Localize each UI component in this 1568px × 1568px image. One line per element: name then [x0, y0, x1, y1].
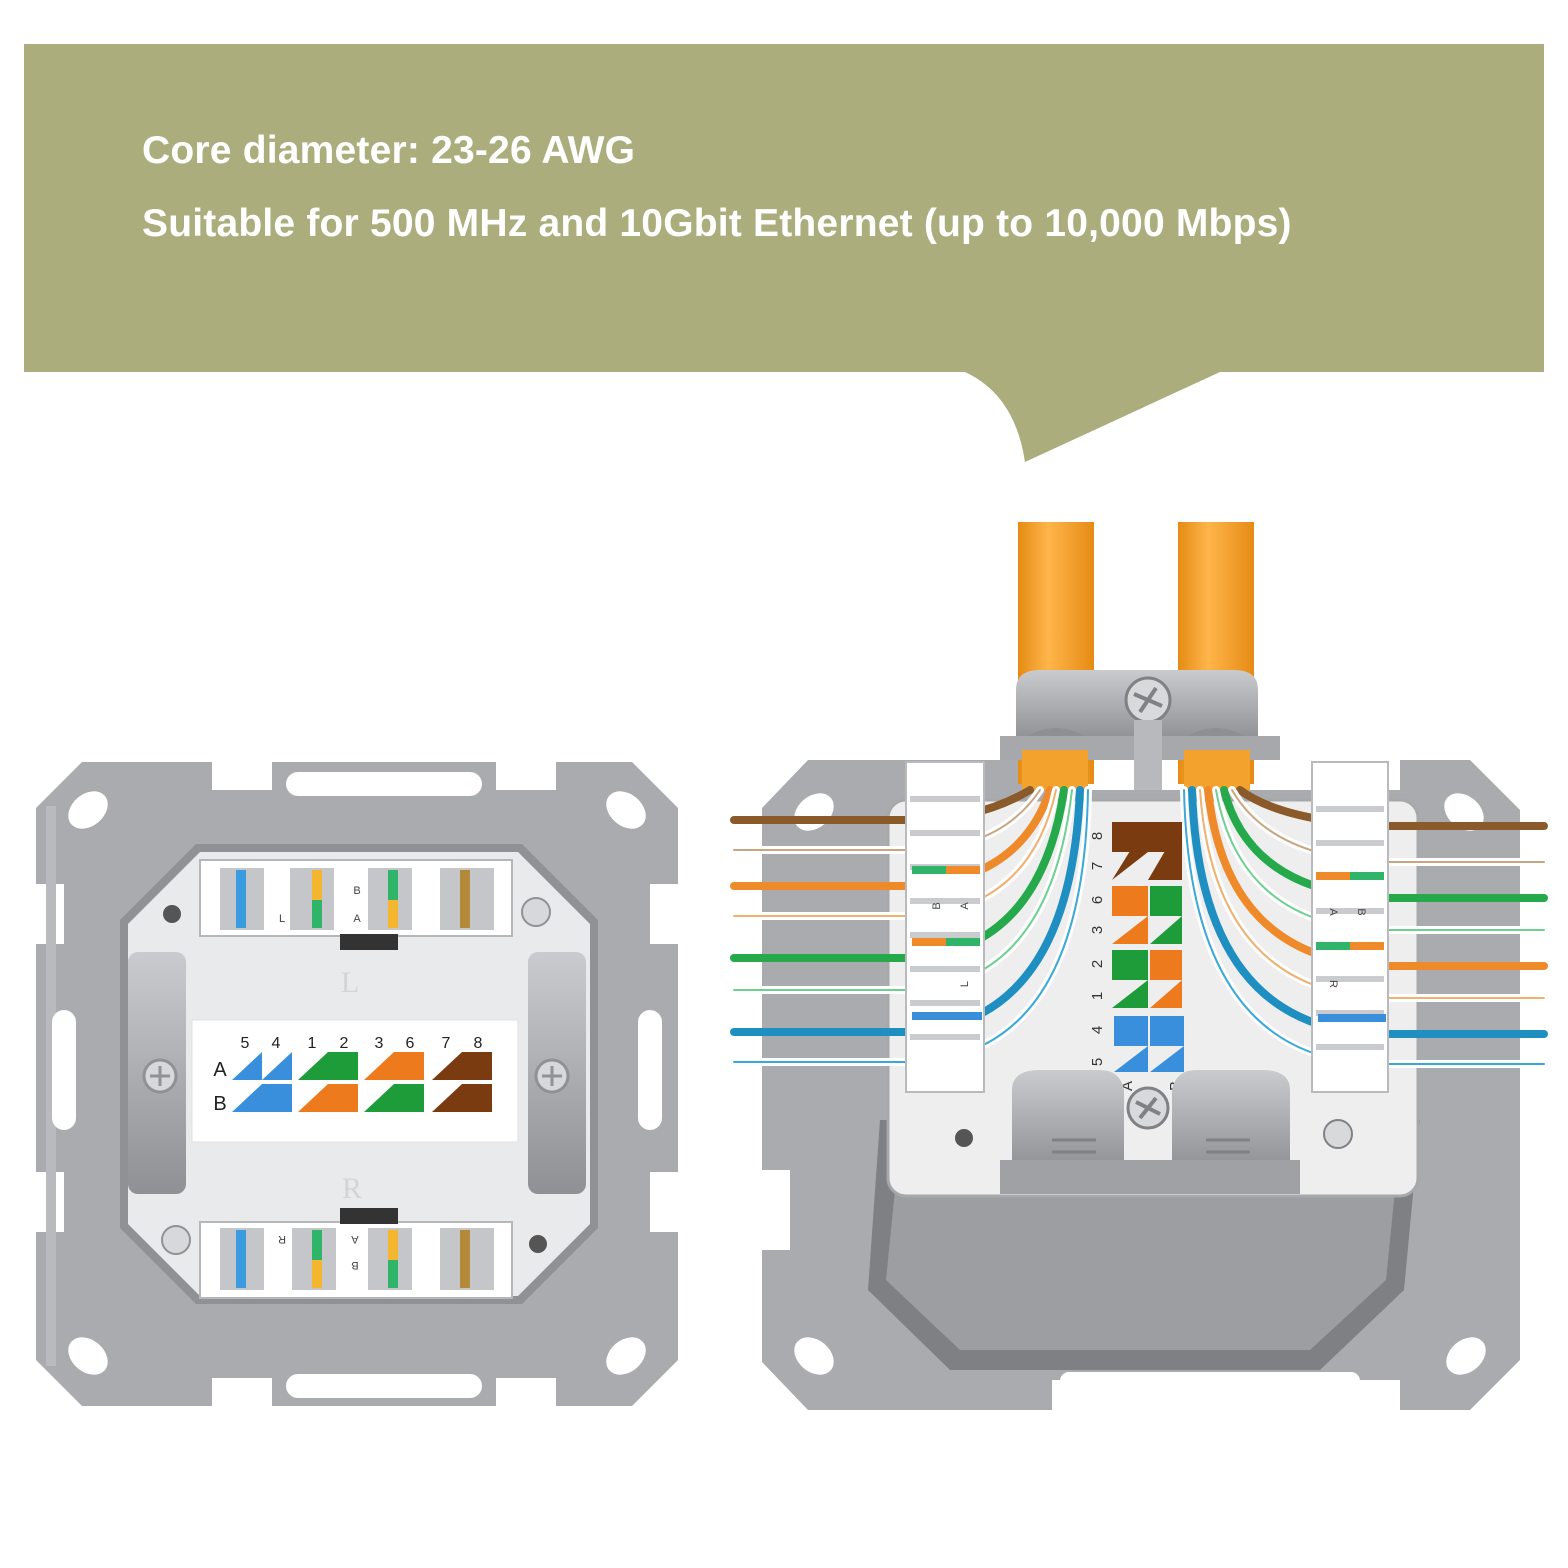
clip-label: A: [351, 1233, 359, 1245]
clip-label: L: [279, 913, 285, 925]
info-banner: [24, 44, 1544, 372]
section-label-l: L: [341, 966, 359, 999]
clip-label: A: [1327, 908, 1339, 916]
left-terminal-strip: [905, 761, 985, 1093]
clip-label: A: [353, 913, 361, 925]
svg-text:4: 4: [272, 1035, 281, 1052]
screw-icon: [521, 897, 551, 927]
section-label-r: R: [342, 1172, 362, 1205]
left-color-code-label: [191, 1019, 519, 1143]
right-terminal-strip: [1311, 761, 1389, 1093]
svg-text:2: 2: [1089, 960, 1106, 968]
svg-text:1: 1: [308, 1035, 317, 1052]
clip-label: B: [353, 885, 360, 897]
top-idc-contacts: [220, 868, 494, 930]
right-module: B A L A B R 8 7 6 3 2 1 4 5: [730, 522, 1548, 1410]
svg-text:7: 7: [1089, 862, 1106, 870]
row-label-b: B: [213, 1093, 226, 1115]
svg-text:6: 6: [406, 1035, 415, 1052]
svg-text:A: A: [1119, 1081, 1136, 1091]
clip-label: L: [959, 981, 971, 987]
hole-icon: [163, 905, 181, 923]
svg-text:5: 5: [1089, 1058, 1106, 1066]
core-diameter-text: Core diameter: 23-26 AWG: [142, 129, 636, 172]
clip-label: B: [931, 902, 943, 909]
hole-icon: [955, 1129, 973, 1147]
svg-text:3: 3: [375, 1035, 384, 1052]
svg-text:5: 5: [241, 1035, 250, 1052]
left-pair-numbers: 5 4 1 2 3 6 7 8: [241, 1035, 483, 1052]
clip-label: B: [351, 1259, 358, 1271]
bottom-idc-contacts: [220, 1228, 494, 1290]
row-label-a: A: [213, 1059, 227, 1081]
svg-text:1: 1: [1089, 992, 1106, 1000]
left-wiring-triangles: [232, 1052, 492, 1112]
screw-icon: [1323, 1119, 1353, 1149]
svg-text:4: 4: [1089, 1026, 1106, 1034]
svg-text:8: 8: [1089, 832, 1106, 840]
svg-text:3: 3: [1089, 926, 1106, 934]
ethernet-spec-text: Suitable for 500 MHz and 10Gbit Ethernet…: [142, 202, 1292, 245]
clip-label: R: [1327, 980, 1339, 988]
screw-icon: [161, 1225, 191, 1255]
clip-label: R: [278, 1233, 286, 1245]
svg-text:6: 6: [1089, 896, 1106, 904]
svg-text:2: 2: [340, 1035, 349, 1052]
left-module: L B A R A B L R: [36, 762, 678, 1406]
hole-icon: [529, 1235, 547, 1253]
clip-label: A: [959, 902, 971, 910]
svg-text:7: 7: [442, 1035, 451, 1052]
svg-text:8: 8: [474, 1035, 483, 1052]
clip-label: B: [1355, 908, 1367, 915]
